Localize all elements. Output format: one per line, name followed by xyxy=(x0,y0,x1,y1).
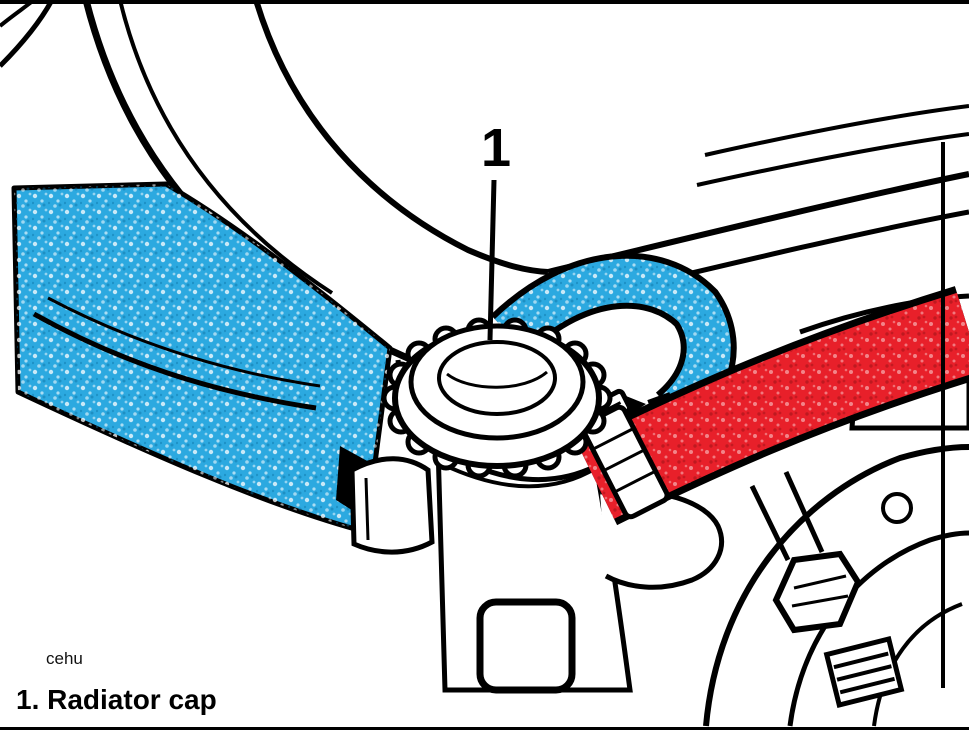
small-boss xyxy=(881,492,913,524)
radiator-cap xyxy=(381,317,613,479)
pulley-arc xyxy=(872,602,963,727)
bolt-stem-line xyxy=(749,484,791,562)
bolt-stem-line xyxy=(783,470,825,554)
mount-bracket xyxy=(349,456,435,555)
adjuster-rib xyxy=(839,676,896,695)
body-line xyxy=(0,0,55,68)
bottom-border-line xyxy=(0,727,969,730)
clamp-ridge xyxy=(592,427,635,451)
hex-bolt-facet xyxy=(793,574,847,590)
pulley-arc xyxy=(787,530,969,727)
body-panel-line xyxy=(704,104,969,157)
clamp-ridge xyxy=(613,469,657,494)
cap-inner-ring xyxy=(437,340,557,416)
adjuster-block xyxy=(823,636,905,708)
hex-bolt-facet xyxy=(791,594,849,608)
tank-seam xyxy=(441,462,598,489)
bleed-fitting-stem xyxy=(647,392,671,404)
hex-bolt xyxy=(772,550,862,634)
hood-edge-curve xyxy=(253,0,549,275)
coolant-hose-blue xyxy=(490,252,737,450)
cap-detail-arc xyxy=(446,370,548,389)
tank-body xyxy=(435,441,633,693)
panel-contour-line xyxy=(32,311,317,411)
blue-panel-texture xyxy=(14,184,390,532)
clamp-ridge xyxy=(602,448,646,472)
pulley-arc xyxy=(703,444,969,727)
panel-contour-line xyxy=(47,296,321,388)
fender-curve-inner xyxy=(118,0,334,295)
callout-number: 1 xyxy=(481,118,511,178)
watermark-text: cehu xyxy=(46,649,83,668)
blue-hose-texture xyxy=(494,258,731,431)
caption-text: 1. Radiator cap xyxy=(16,684,217,715)
body-panel-line xyxy=(696,132,969,187)
top-border-line xyxy=(0,0,969,4)
adjuster-rib xyxy=(836,664,892,682)
bracket-line xyxy=(364,477,370,541)
callout-leader-line xyxy=(487,179,497,341)
tank-inset xyxy=(476,598,576,694)
adjuster-rib xyxy=(833,651,889,670)
